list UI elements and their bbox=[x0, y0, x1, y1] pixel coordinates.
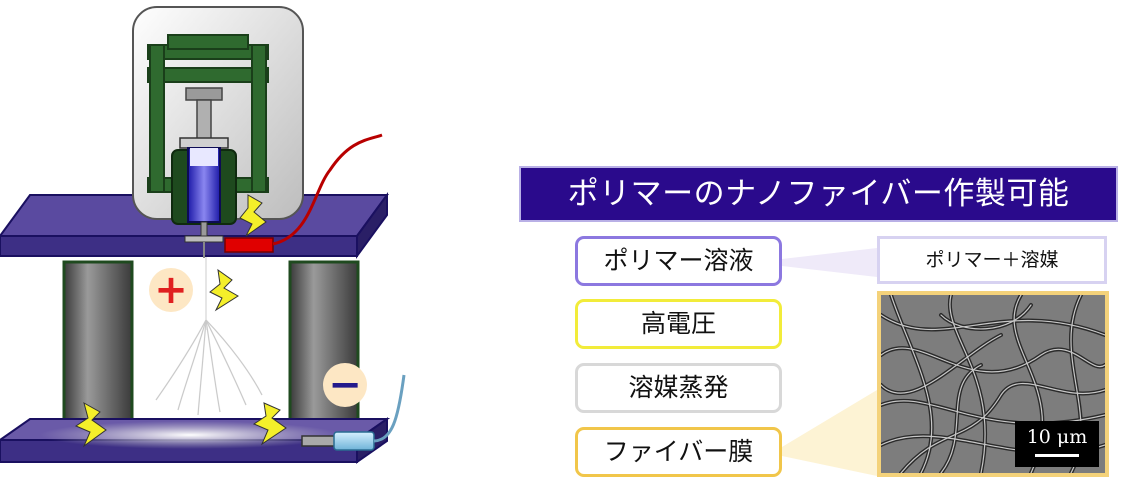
negative-marker bbox=[323, 363, 367, 407]
scale-bar: 10 μm bbox=[1015, 421, 1099, 467]
lightning-icon bbox=[209, 268, 239, 312]
sem-image-panel: 10 μm bbox=[877, 291, 1109, 477]
step-polymer-solution: ポリマー溶液 bbox=[575, 236, 782, 286]
syringe-pump bbox=[132, 6, 304, 225]
sem-fibers bbox=[881, 295, 1105, 473]
lightning-icon bbox=[74, 401, 107, 448]
step-solvent-evaporation: 溶媒蒸発 bbox=[575, 363, 782, 413]
collector-electrode bbox=[301, 374, 406, 451]
scale-bar-line bbox=[1035, 454, 1079, 457]
scale-bar-label: 10 μm bbox=[1026, 426, 1088, 448]
step-fiber-membrane: ファイバー膜 bbox=[575, 427, 782, 477]
step-high-voltage: 高電圧 bbox=[575, 299, 782, 349]
polymer-solvent-callout: ポリマー＋溶媒 bbox=[877, 236, 1107, 284]
callout-connectors bbox=[782, 248, 877, 476]
lightning-icon bbox=[239, 194, 267, 237]
left-column bbox=[62, 260, 134, 424]
plus-sign: + bbox=[154, 267, 188, 313]
minus-sign: − bbox=[328, 362, 362, 408]
syringe bbox=[179, 137, 229, 258]
title-banner: ポリマーのナノファイバー作製可能 bbox=[519, 166, 1118, 222]
high-voltage-wire bbox=[224, 133, 383, 253]
lightning-icon bbox=[252, 402, 287, 446]
positive-marker bbox=[149, 268, 193, 312]
